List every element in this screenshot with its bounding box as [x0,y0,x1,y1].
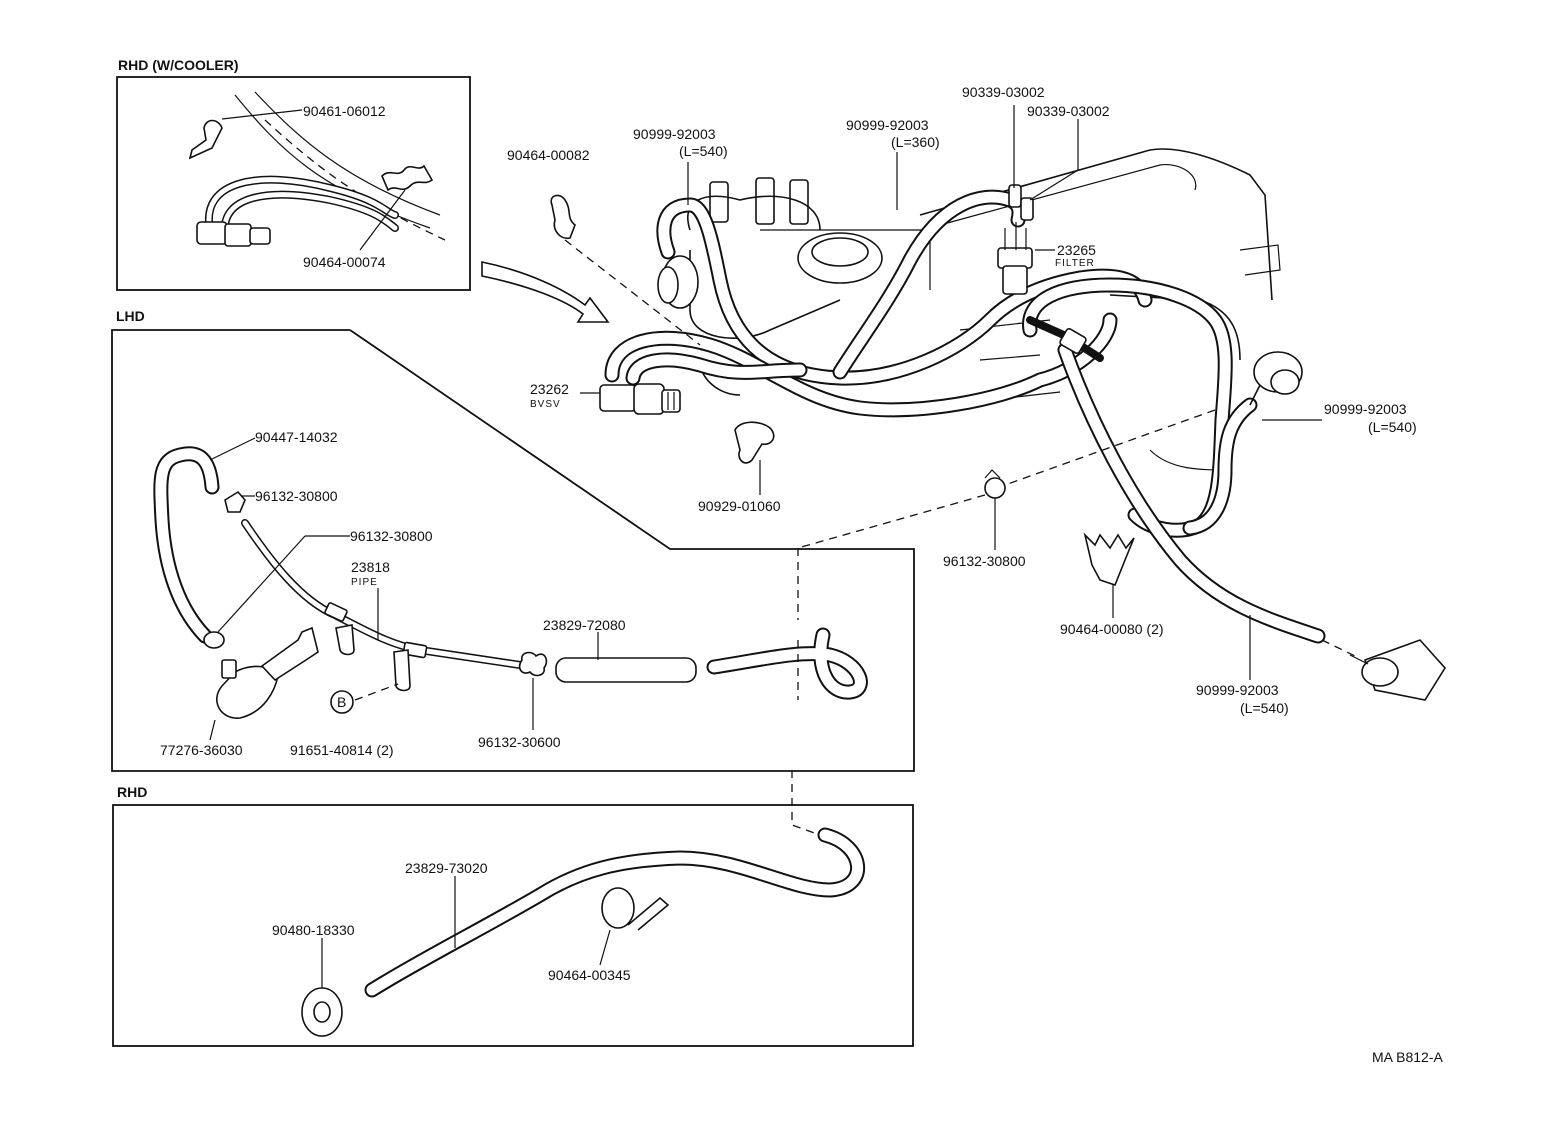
bolt-b-marker-label: B [337,694,346,710]
label-90339-03002-b: 90339-03002 [1027,103,1110,119]
vacuum-switch-icon [1249,351,1303,406]
label-23265: 23265 [1057,242,1096,258]
section-label-rhd-cooler: RHD (W/COOLER) [118,57,239,73]
section-label-rhd: RHD [117,784,147,800]
label-23818: 23818 [351,559,390,575]
label-23262-sub: BVSV [530,399,561,410]
flow-arrow-icon [481,261,610,323]
label-23829-72080: 23829-72080 [543,617,626,633]
label-90464-00074: 90464-00074 [303,254,386,270]
clip-90929-01060-icon [734,421,775,464]
filter-23265-icon [997,184,1034,295]
clip-96132-30800-a-icon [224,490,246,513]
label-90999-92003-b: 90999-92003 [846,117,929,133]
label-90464-00082: 90464-00082 [507,147,590,163]
clamp-90464-00345-icon [601,887,670,931]
section-lhd: LHD [111,308,915,772]
label-90339-03002-a: 90339-03002 [962,84,1045,100]
label-77276-36030: 77276-36030 [160,742,243,758]
clip-96132-30800-b-icon [203,631,225,649]
label-90447-14032: 90447-14032 [255,429,338,445]
section-label-lhd: LHD [116,308,145,324]
label-90999-92003-b-len: (L=360) [891,134,940,150]
diagram-code: MA B812-A [1372,1049,1443,1065]
rhd-assembly: 90480-18330 23829-73020 90464-00345 [272,827,865,1037]
sensor-right-icon [1349,639,1446,701]
label-23262: 23262 [530,381,569,397]
label-91651-40814: 91651-40814 (2) [290,742,394,758]
label-90480-18330: 90480-18330 [272,922,355,938]
grommet-90480-18330-icon [301,987,343,1037]
label-90999-92003-d-len: (L=540) [1240,700,1289,716]
bvsv-icon [599,383,681,415]
bolt-b-marker: B [330,690,354,714]
distributor-icon [657,177,931,396]
clip-90464-00080-icon [1083,532,1135,586]
label-90999-92003-a-len: (L=540) [679,143,728,159]
clamp-90461-icon [188,119,223,160]
canister-77276-36030-icon [216,626,319,719]
clip-90464-00074-icon [381,164,434,192]
label-90999-92003-a: 90999-92003 [633,126,716,142]
vacuum-sensor-icon [196,221,271,247]
label-23818-sub: PIPE [351,577,378,588]
label-23829-73020: 23829-73020 [405,860,488,876]
label-23265-sub: FILTER [1055,258,1095,269]
clip-96132-30800-right-icon [984,469,1006,499]
connector-dashed-line [791,548,821,836]
clip-96132-30600-icon [518,651,548,677]
label-90999-92003-c-len: (L=540) [1368,419,1417,435]
label-90999-92003-d: 90999-92003 [1196,682,1279,698]
label-90464-00345: 90464-00345 [548,967,631,983]
label-96132-30800-a: 96132-30800 [255,488,338,504]
label-90999-92003-c: 90999-92003 [1324,401,1407,417]
lhd-assembly: B 90447-14032 96132-30800 96132-30800 23… [153,429,868,758]
section-rhd-cooler: RHD (W/COOLER) [116,57,471,291]
rhd-cooler-assembly: 90461-06012 90464-00074 [188,91,446,270]
clip-90464-00082-icon [550,194,576,240]
label-90929-01060: 90929-01060 [698,498,781,514]
label-90464-00080: 90464-00080 (2) [1060,621,1164,637]
hose-23829-72080-icon [555,657,697,683]
section-rhd: RHD [112,784,914,1047]
label-96132-30800-c: 96132-30800 [943,553,1026,569]
engine-assembly: 90464-00082 90999-92003 (L=540) 90999-92… [481,84,1446,716]
label-96132-30600: 96132-30600 [478,734,561,750]
label-96132-30800-b: 96132-30800 [350,528,433,544]
label-90461-06012: 90461-06012 [303,103,386,119]
